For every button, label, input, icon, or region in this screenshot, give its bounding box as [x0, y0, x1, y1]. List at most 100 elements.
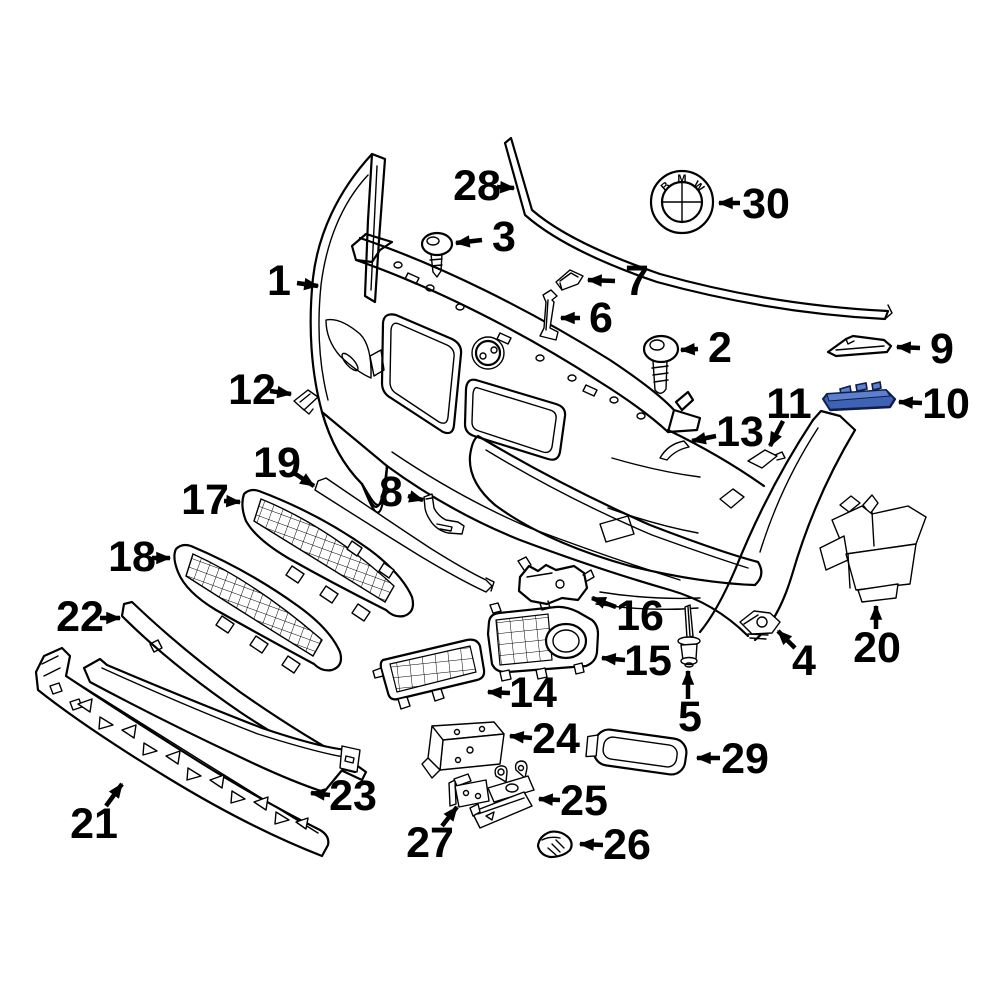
part-17-center-grille	[241, 488, 415, 622]
callout-19: 19	[253, 439, 316, 488]
part-4-clip	[739, 610, 781, 640]
emblem-letter-m: M	[677, 173, 686, 185]
tow-hook-cover	[599, 515, 635, 543]
part-18-lower-grille	[173, 543, 343, 674]
callout-18-label: 18	[108, 533, 156, 581]
callout-2: 2	[679, 324, 732, 372]
callout-3: 3	[454, 213, 516, 261]
callout-16: 16	[590, 592, 664, 640]
callout-20: 20	[853, 604, 901, 672]
callout-27-label: 27	[406, 819, 454, 867]
part-26-cap	[536, 830, 573, 859]
callout-21-label: 21	[70, 800, 118, 848]
callout-19-arrow	[292, 471, 316, 488]
part-1-bumper-cover	[309, 152, 861, 642]
part-29-duct-ring	[585, 728, 688, 776]
callout-14-arrow	[486, 686, 511, 699]
part-11-clip	[747, 449, 786, 469]
callout-12: 12	[228, 366, 293, 414]
callout-16-arrow	[590, 595, 617, 610]
callout-20-label: 20	[853, 624, 901, 672]
part-12-clip	[293, 389, 319, 415]
callout-21-arrow	[104, 782, 124, 808]
part-25-bracket	[469, 760, 535, 829]
callout-15-arrow	[600, 652, 626, 666]
callout-28-arrow	[496, 180, 516, 194]
callout-22-label: 22	[56, 593, 104, 641]
callout-7-label: 7	[625, 257, 649, 305]
callout-5: 5	[678, 669, 702, 741]
callout-11-arrow	[768, 419, 785, 448]
callout-16-label: 16	[616, 592, 664, 640]
callout-19-label: 19	[253, 439, 301, 487]
callout-14: 14	[486, 669, 557, 717]
callout-4: 4	[776, 629, 816, 685]
part-24-mounting-bracket	[421, 721, 505, 779]
part-13-guide	[659, 440, 690, 461]
part-30-emblem: B M W	[649, 169, 715, 235]
callout-26: 26	[578, 821, 651, 869]
callout-12-arrow	[269, 385, 293, 399]
callout-1-label: 1	[267, 257, 291, 305]
callout-4-arrow	[776, 629, 797, 650]
part-22-lower-trim-strip	[120, 600, 368, 782]
callout-17: 17	[181, 476, 242, 524]
callout-10-arrow	[897, 396, 923, 409]
part-27-bracket	[448, 773, 490, 808]
part-21-impact-absorber	[34, 646, 330, 858]
callout-24: 24	[508, 715, 580, 763]
part-28-trim-strip	[503, 136, 893, 321]
callout-17-label: 17	[181, 476, 229, 524]
callout-11: 11	[766, 380, 812, 448]
callout-23: 23	[309, 772, 377, 820]
callout-2-label: 2	[708, 324, 732, 372]
callout-13-arrow	[690, 432, 717, 445]
part-5-expansion-rivet	[677, 604, 701, 668]
support-band-holes	[393, 261, 646, 420]
callout-3-arrow	[454, 235, 483, 248]
absorber-lattice	[77, 698, 309, 830]
callout-30: 30	[717, 180, 790, 228]
callout-26-arrow	[578, 838, 604, 851]
part-2-screw	[642, 334, 680, 394]
callout-2-arrow	[679, 342, 699, 356]
callout-8-arrow	[407, 490, 425, 503]
callout-30-label: 30	[742, 180, 790, 228]
callout-1: 1	[267, 257, 320, 305]
highlighted-part-top-face	[826, 389, 891, 402]
callout-7: 7	[586, 257, 649, 305]
callout-25-arrow	[537, 793, 561, 806]
callout-27: 27	[406, 805, 459, 867]
part-15-fog-lamp-grille	[486, 602, 600, 682]
callout-9-label: 9	[930, 325, 954, 373]
part-8-bracket	[423, 493, 465, 535]
callout-9-arrow	[895, 341, 921, 354]
callout-6: 6	[559, 294, 613, 342]
callout-23-arrow	[309, 788, 331, 801]
callout-8: 8	[379, 468, 425, 516]
callout-14-label: 14	[509, 669, 557, 717]
callout-25-label: 25	[560, 777, 608, 825]
part-10-trim-insert-highlighted	[821, 381, 897, 412]
callout-21: 21	[70, 782, 124, 848]
callout-25: 25	[537, 777, 608, 825]
callout-13-label: 13	[716, 408, 764, 456]
callout-7-arrow	[586, 274, 616, 287]
callout-23-label: 23	[329, 772, 377, 820]
callout-8-label: 8	[379, 468, 403, 516]
part-20-side-bracket	[819, 494, 927, 603]
callout-29: 29	[695, 735, 769, 783]
part-3-expansion-rivet	[420, 231, 454, 278]
callout-18: 18	[108, 533, 172, 581]
callout-6-label: 6	[589, 294, 613, 342]
callout-1-arrow	[296, 277, 320, 291]
part-7-bracket	[555, 269, 584, 291]
callout-29-label: 29	[721, 735, 769, 783]
part-23-reinforcement-beam	[82, 657, 361, 794]
callout-17-arrow	[223, 494, 242, 508]
callout-22: 22	[56, 593, 122, 641]
part-16-bracket	[517, 556, 595, 611]
callout-10-label: 10	[922, 380, 970, 428]
